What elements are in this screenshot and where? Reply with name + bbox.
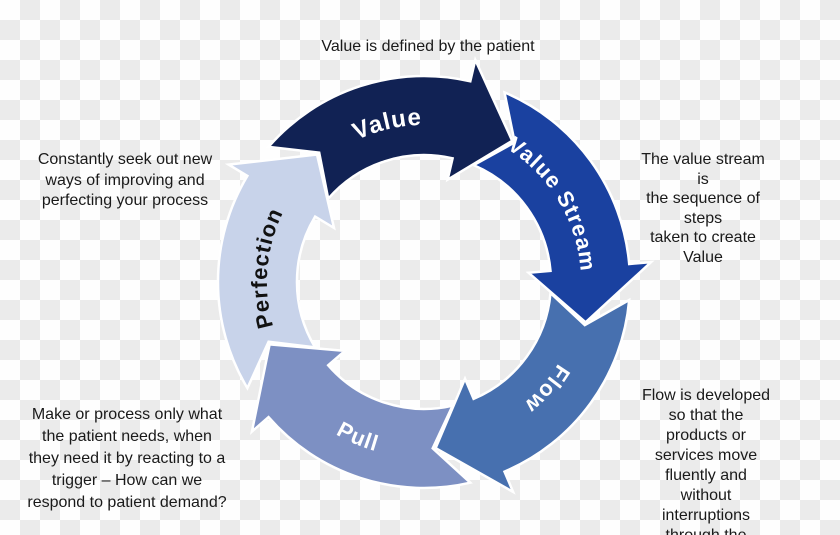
segment-value <box>265 55 514 202</box>
annotation-pull: Make or process only what the patient ne… <box>27 406 227 511</box>
segment-perfection <box>216 153 336 391</box>
annotation-perfection: Constantly seek out new ways of improvin… <box>37 151 213 209</box>
segment-value-stream <box>470 90 655 324</box>
annotation-value: Value is defined by the patient <box>321 38 535 55</box>
annotation-flow: Flow is developed so that the products o… <box>641 387 771 535</box>
segment-flow <box>434 290 631 495</box>
annotation-value-stream: The value stream is the sequence of step… <box>641 151 765 266</box>
segment-pull <box>249 343 473 490</box>
